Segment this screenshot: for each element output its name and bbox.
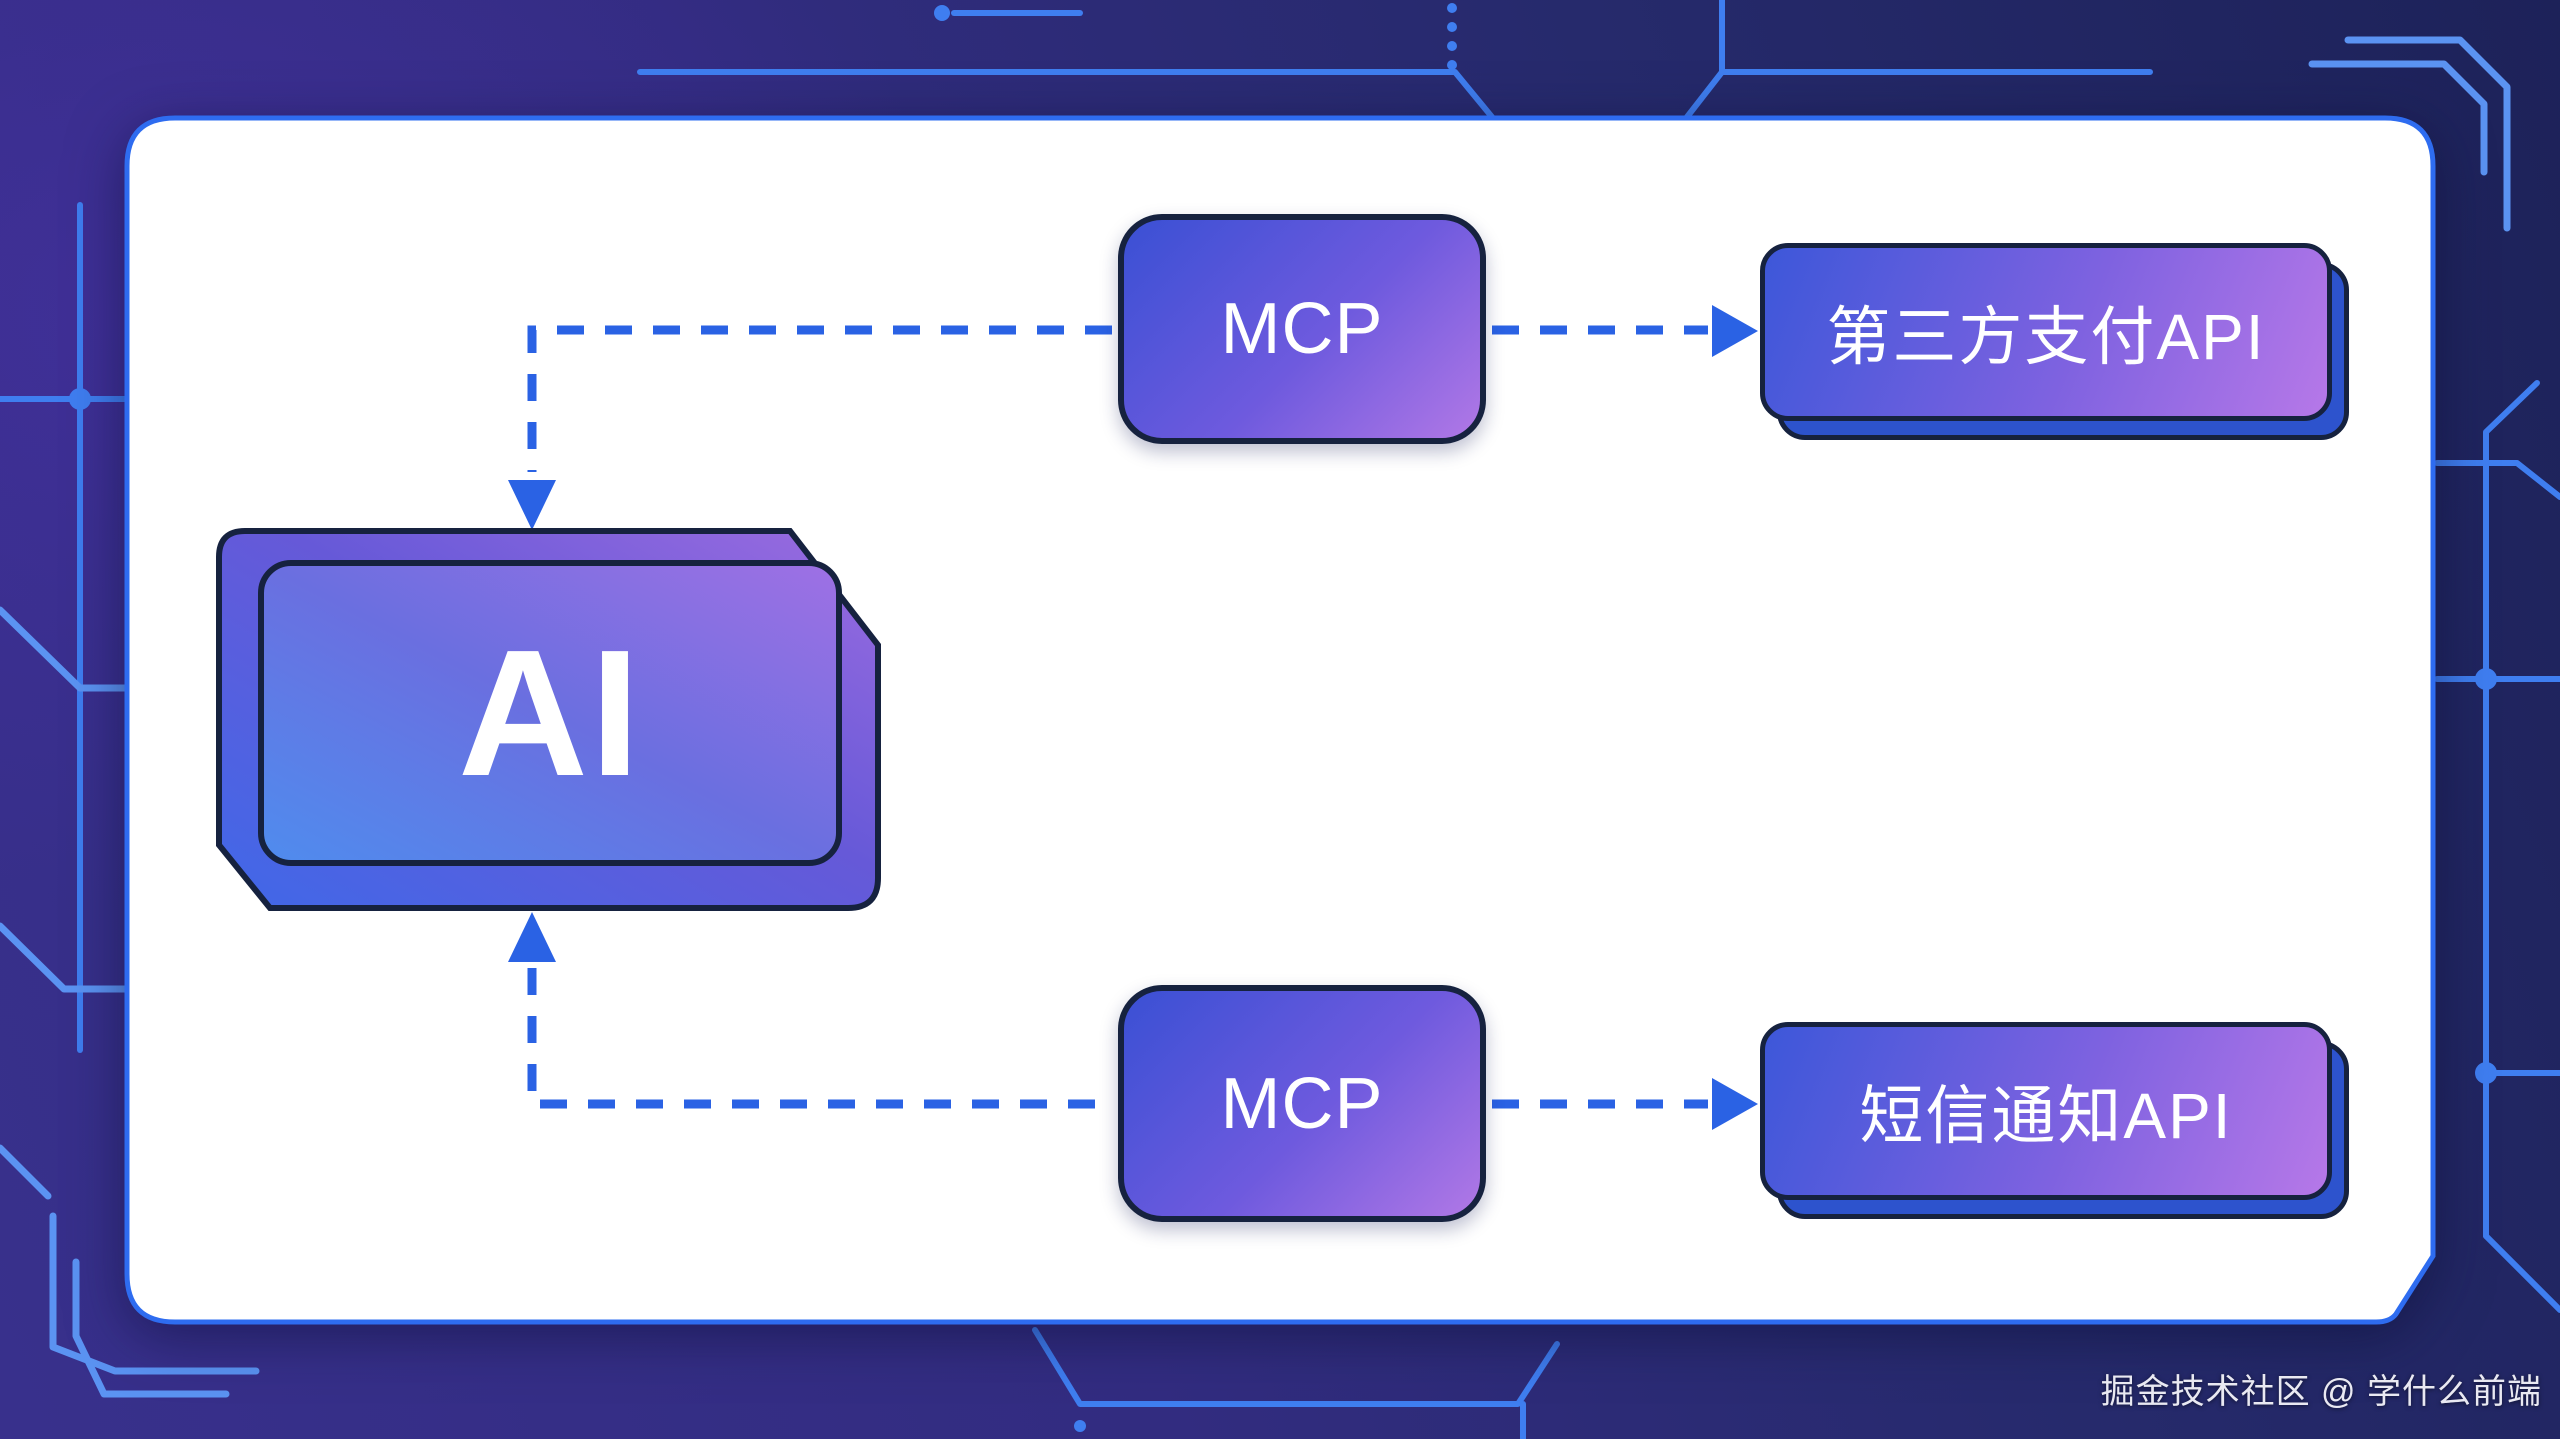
ai-inner-chip bbox=[258, 560, 842, 866]
circuit-bottom-center bbox=[1032, 1327, 1560, 1439]
connector-mcp-top-to-ai bbox=[527, 325, 1112, 472]
circuit-right-side bbox=[2434, 380, 2560, 1313]
api-node-sms-face: 短信通知API bbox=[1760, 1022, 2332, 1200]
arrowhead-up-into-ai bbox=[508, 912, 556, 962]
mcp-node-bottom: MCP bbox=[1118, 985, 1486, 1222]
watermark-text: 掘金技术社区 @ 学什么前端 bbox=[2100, 1373, 2542, 1411]
api-node-payment-face: 第三方支付API bbox=[1760, 243, 2332, 421]
api-node-sms: 短信通知API bbox=[1760, 1022, 2349, 1219]
arrowhead-right-into-api-sms bbox=[1712, 1078, 1758, 1130]
ai-node-label: AI bbox=[458, 612, 642, 814]
arrowhead-right-into-api-payment bbox=[1712, 305, 1758, 357]
circuit-top-left bbox=[0, 202, 129, 1053]
arrowhead-down-into-ai bbox=[508, 480, 556, 530]
api-node-payment: 第三方支付API bbox=[1760, 243, 2349, 440]
circuit-bottom-left-bracket bbox=[0, 1144, 260, 1398]
mcp-node-top-label: MCP bbox=[1220, 289, 1384, 369]
api-node-payment-label: 第三方支付API bbox=[1826, 301, 2266, 373]
mcp-node-top: MCP bbox=[1118, 214, 1486, 444]
circuit-top-center bbox=[637, 0, 2153, 120]
circuit-top-right-bracket bbox=[2308, 36, 2511, 232]
api-node-sms-label: 短信通知API bbox=[1859, 1080, 2233, 1152]
mcp-node-bottom-label: MCP bbox=[1220, 1063, 1384, 1144]
